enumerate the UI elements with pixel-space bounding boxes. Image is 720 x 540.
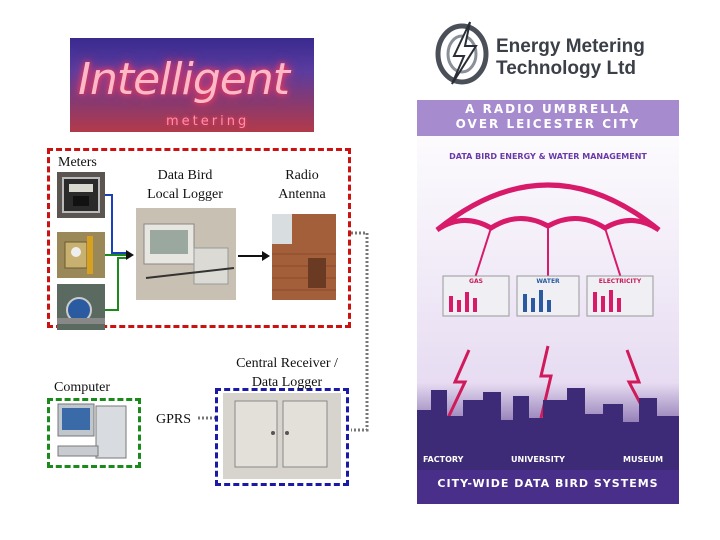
computer-photo [54,402,136,464]
poster-place-university: UNIVERSITY [511,455,565,464]
computer-label: Computer [54,380,110,395]
receiver-label-line2: Data Logger [251,375,323,390]
site-equipment-box [47,148,351,328]
radio-link-connector [351,231,369,432]
poster-panel-water: WATER [536,278,560,285]
poster-title-line2: OVER LEICESTER CITY [455,117,641,131]
poster-title-line1: A RADIO UMBRELLA [465,102,631,116]
logo-word: Intelligent [78,54,290,105]
poster-panel-electricity: ELECTRICITY [598,278,642,285]
receiver-label: Central Receiver / Data Logger [216,354,358,392]
lightning-bolt-center-icon [539,345,553,419]
logger-label-line1: Data Bird [157,168,213,183]
local-logger-photo [136,208,236,300]
poster-panel-gas: GAS [469,278,483,285]
receiver-label-line1: Central Receiver / [236,356,338,371]
logo-sub: metering [166,114,250,129]
lightning-bolt-left-icon [445,349,471,421]
poster-place-factory: FACTORY [423,455,464,464]
poster-place-museum: MUSEUM [623,455,664,464]
umbrella-icon [435,182,661,233]
emt-logo: Energy Metering Technology Ltd [432,20,662,90]
antenna-label: Radio Antenna [262,166,342,204]
poster-title: A RADIO UMBRELLA OVER LEICESTER CITY [417,102,679,132]
poster-arc-text: DATA BIRD ENERGY & WATER MANAGEMENT [449,152,647,161]
central-receiver-photo [223,393,341,479]
central-receiver-box [215,388,349,486]
radio-umbrella-poster: A RADIO UMBRELLA OVER LEICESTER CITY DAT… [417,100,679,504]
emt-name-line2: Technology Ltd [496,58,637,79]
antenna-label-line2: Antenna [278,187,326,202]
logger-label: Data Bird Local Logger [128,166,242,204]
meter-photo-electric [57,172,105,218]
emt-emblem-icon [435,21,489,85]
meter-connector-water [105,257,126,311]
antenna-label-line1: Radio [285,168,319,183]
meters-label: Meters [58,155,97,170]
computer-box [47,398,141,468]
emt-name-line1: Energy Metering [496,36,645,57]
meter-photo-gas [57,232,105,278]
arrow-to-logger-icon [126,250,134,260]
poster-footer: CITY-WIDE DATA BIRD SYSTEMS [437,477,659,490]
intelligent-metering-logo: Intelligent metering [70,38,314,132]
arrow-to-antenna-icon [262,251,270,261]
radio-antenna-photo [272,214,336,300]
meter-photo-water [57,284,105,330]
meter-connector-electric [105,194,126,254]
gprs-label: GPRS [156,412,192,427]
logger-label-line2: Local Logger [147,187,223,202]
